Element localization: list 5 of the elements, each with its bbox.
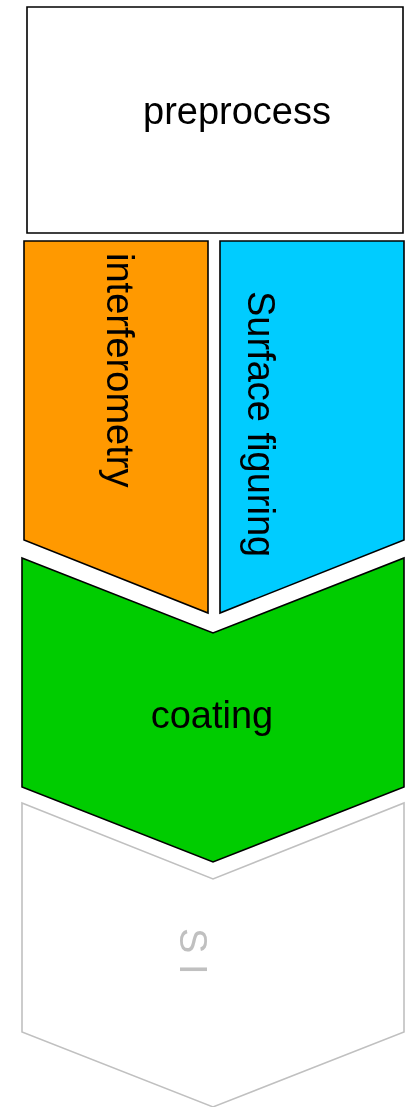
step-label: Surface figuring [240, 291, 280, 560]
step-label: interferometry [99, 253, 139, 490]
step-label: S I [172, 928, 212, 977]
step-label: preprocess [142, 92, 332, 132]
step-label: coating [149, 696, 275, 736]
